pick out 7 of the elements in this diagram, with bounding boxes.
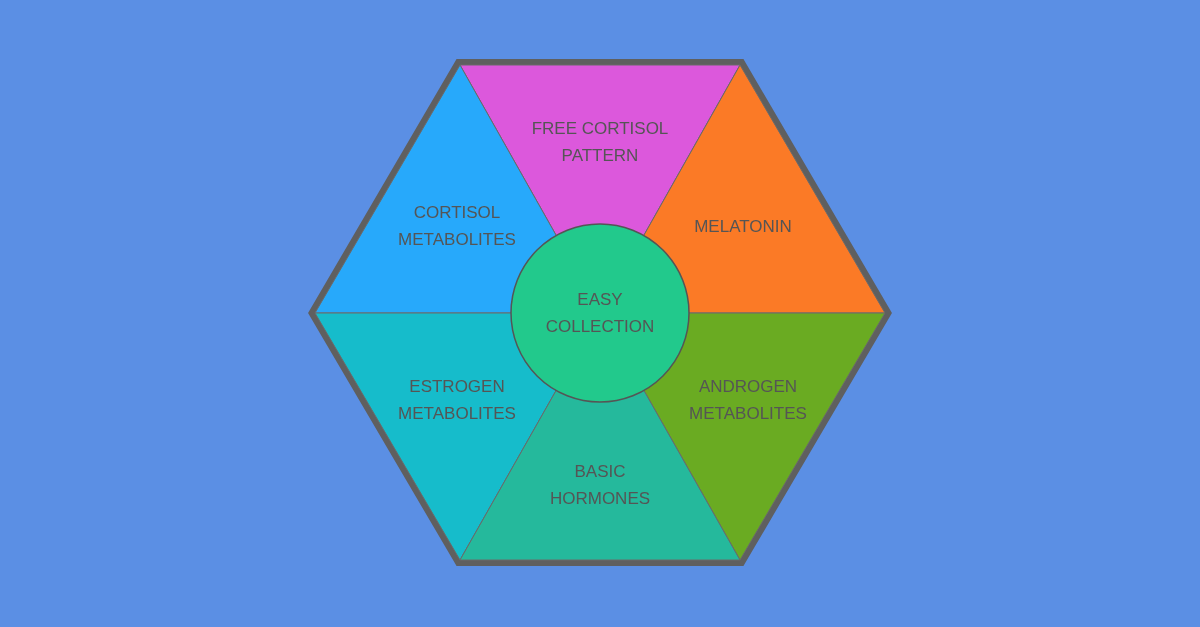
- segment-label: FREE CORTISOL PATTERN: [530, 118, 670, 167]
- segment-label: CORTISOL METABOLITES: [397, 202, 517, 251]
- segment-label: BASIC HORMONES: [548, 461, 652, 510]
- segment-label: ANDROGEN METABOLITES: [688, 376, 808, 425]
- segment-label: ESTROGEN METABOLITES: [397, 376, 517, 425]
- segment-label: MELATONIN: [693, 215, 793, 238]
- segment-label: EASY COLLECTION: [545, 289, 655, 338]
